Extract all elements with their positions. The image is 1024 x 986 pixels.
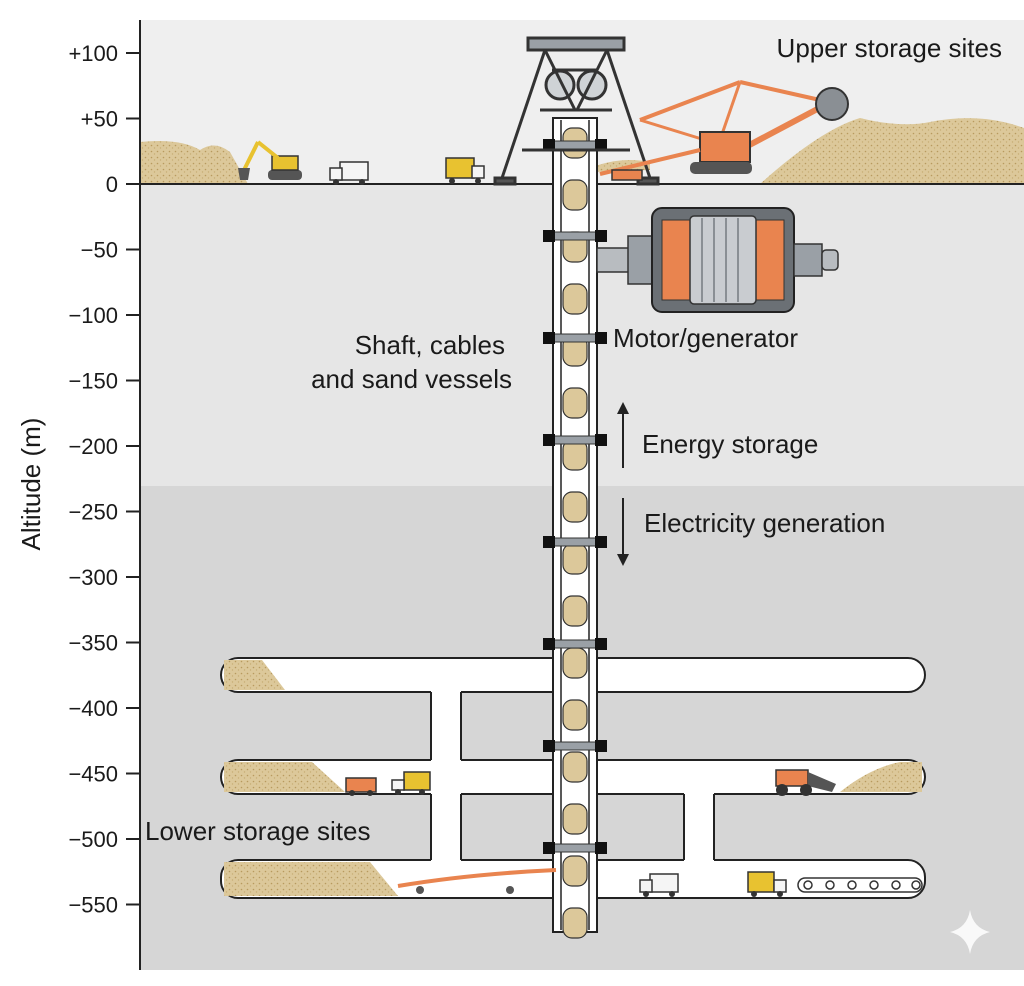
axis-tick-label: −200 [68,434,118,459]
sand-vessel [562,491,588,523]
upper-storage-label: Upper storage sites [777,33,1002,63]
sparkle-icon [950,910,990,954]
axis-tick-label: 0 [106,172,118,197]
shaft-clamp-bolt [595,230,607,242]
axis-label: Altitude (m) [16,418,46,551]
sand-vessel [562,647,588,679]
connector-left-2 [431,792,461,862]
axis-tick-label: −250 [68,500,118,525]
excavator-icon [238,140,302,180]
axis-tick-label: −450 [68,762,118,787]
electricity-generation-arrow [617,498,629,566]
headframe-icon [493,36,660,186]
tunnel-sand-1 [224,660,285,690]
shaft-clamp [546,741,604,751]
shaft-clamp-bolt [543,434,555,446]
bucket-wheel-excavator-icon [599,80,849,181]
axis-tick-label: +100 [68,41,118,66]
axis-tick-label: −50 [81,238,118,263]
truck-icon-orange-underground [345,777,377,796]
shaft-clamp [546,140,604,150]
axis-tick-label: −400 [68,696,118,721]
shaft-clamp [546,231,604,241]
axis-tick-label: −300 [68,565,118,590]
truck-icon-yellow-underground-1 [391,771,431,795]
sand-vessel [562,699,588,731]
shaft-clamp-bolt [543,536,555,548]
shaft-clamp-bolt [595,139,607,151]
tunnel-sand-2-right [840,762,922,792]
axis-tick-label: −550 [68,893,118,918]
shaft-clamp-bolt [595,740,607,752]
shaft-clamp-bolt [595,638,607,650]
truck-icon-yellow [445,157,485,184]
shaft [543,117,607,939]
axis-ticks: +100 +50 0 −50 −100 −150 −200 −250 −300 −350 −400 −… [68,41,140,918]
sand-vessel [562,387,588,419]
tunnel-sand-3-left [224,862,398,896]
connector-right-2 [684,792,714,862]
shaft-clamp-bolt [543,740,555,752]
axis-tick-label: −350 [68,631,118,656]
shaft-clamp [546,435,604,445]
shaft-clamp-bolt [543,230,555,242]
conveyor-icon-lower-left [397,868,557,894]
motor-generator-icon [596,207,839,313]
connector-left-1 [431,690,461,762]
truck-icon-white [329,161,369,185]
conveyor-icon-lower-right [797,877,923,893]
shaft-clamp [546,537,604,547]
shaft-label-line2: and sand vessels [311,364,512,394]
shaft-clamp-bolt [595,332,607,344]
shaft-clamp-bolt [595,434,607,446]
energy-storage-label: Energy storage [642,429,818,459]
truck-icon-yellow-underground-2 [747,871,787,897]
sand-vessel [562,803,588,835]
altitude-axis: +100 +50 0 −50 −100 −150 −200 −250 −300 −350 −400 −… [16,20,141,970]
shaft-clamps [543,139,607,854]
wheel-loader-icon [775,769,836,796]
sand-vessel [562,283,588,315]
lower-storage-label: Lower storage sites [145,816,370,846]
sand-vessel [562,543,588,575]
shaft-label-line1: Shaft, cables [355,330,505,360]
sand-pile-belt-top [590,160,650,172]
sand-vessel [562,751,588,783]
truck-icon-white-underground [639,873,679,897]
energy-storage-arrow [617,402,629,468]
shaft-clamp-bolt [595,536,607,548]
sand-pile-right [760,118,1024,184]
shaft-clamp-bolt [543,139,555,151]
sand-vessel [562,179,588,211]
tunnel-sand-2-left [224,762,345,792]
shaft-clamp-bolt [595,842,607,854]
axis-tick-label: −100 [68,303,118,328]
sand-vessel [562,907,588,939]
motor-generator-label: Motor/generator [613,323,798,353]
sand-vessel [562,855,588,887]
electricity-generation-label: Electricity generation [644,508,885,538]
shaft-clamp [546,639,604,649]
shaft-clamp [546,333,604,343]
axis-tick-label: −150 [68,369,118,394]
axis-tick-label: −500 [68,827,118,852]
shaft-clamp-bolt [543,638,555,650]
sand-pile-left [140,141,248,184]
shaft-clamp [546,843,604,853]
sand-vessel [562,595,588,627]
axis-tick-label: +50 [81,107,118,132]
shaft-clamp-bolt [543,842,555,854]
shaft-clamp-bolt [543,332,555,344]
